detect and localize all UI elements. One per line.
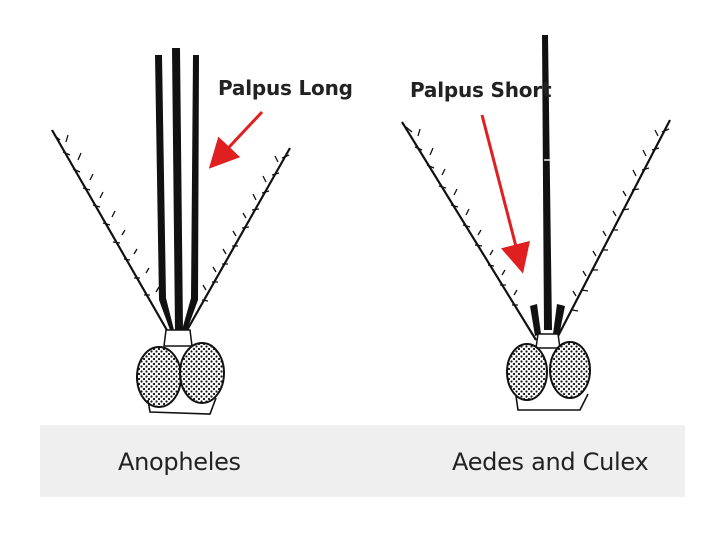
proboscis	[172, 48, 183, 330]
palp-short-right	[553, 304, 565, 336]
anopheles-caption: Anopheles	[118, 448, 241, 476]
aedes-culex-caption: Aedes and Culex	[452, 448, 649, 476]
palpus-short-label: Palpus Short	[410, 78, 552, 102]
aedes-culex-head-drawing	[401, 35, 671, 411]
right-eye	[179, 342, 225, 404]
palpus-short-arrow	[480, 114, 531, 274]
proboscis	[542, 35, 552, 330]
caption-bar	[40, 425, 685, 497]
anopheles-head-drawing	[51, 48, 291, 415]
left-eye	[136, 346, 182, 408]
left-antenna	[51, 129, 169, 333]
right-eye	[549, 341, 591, 399]
palp-left	[155, 55, 174, 330]
left-eye	[506, 343, 548, 401]
right-antenna	[185, 147, 291, 333]
left-antenna	[401, 121, 537, 341]
palpus-long-label: Palpus Long	[218, 76, 353, 100]
palp-right	[182, 55, 199, 330]
palp-short-left	[530, 304, 541, 336]
palpus-long-arrow	[208, 110, 264, 169]
